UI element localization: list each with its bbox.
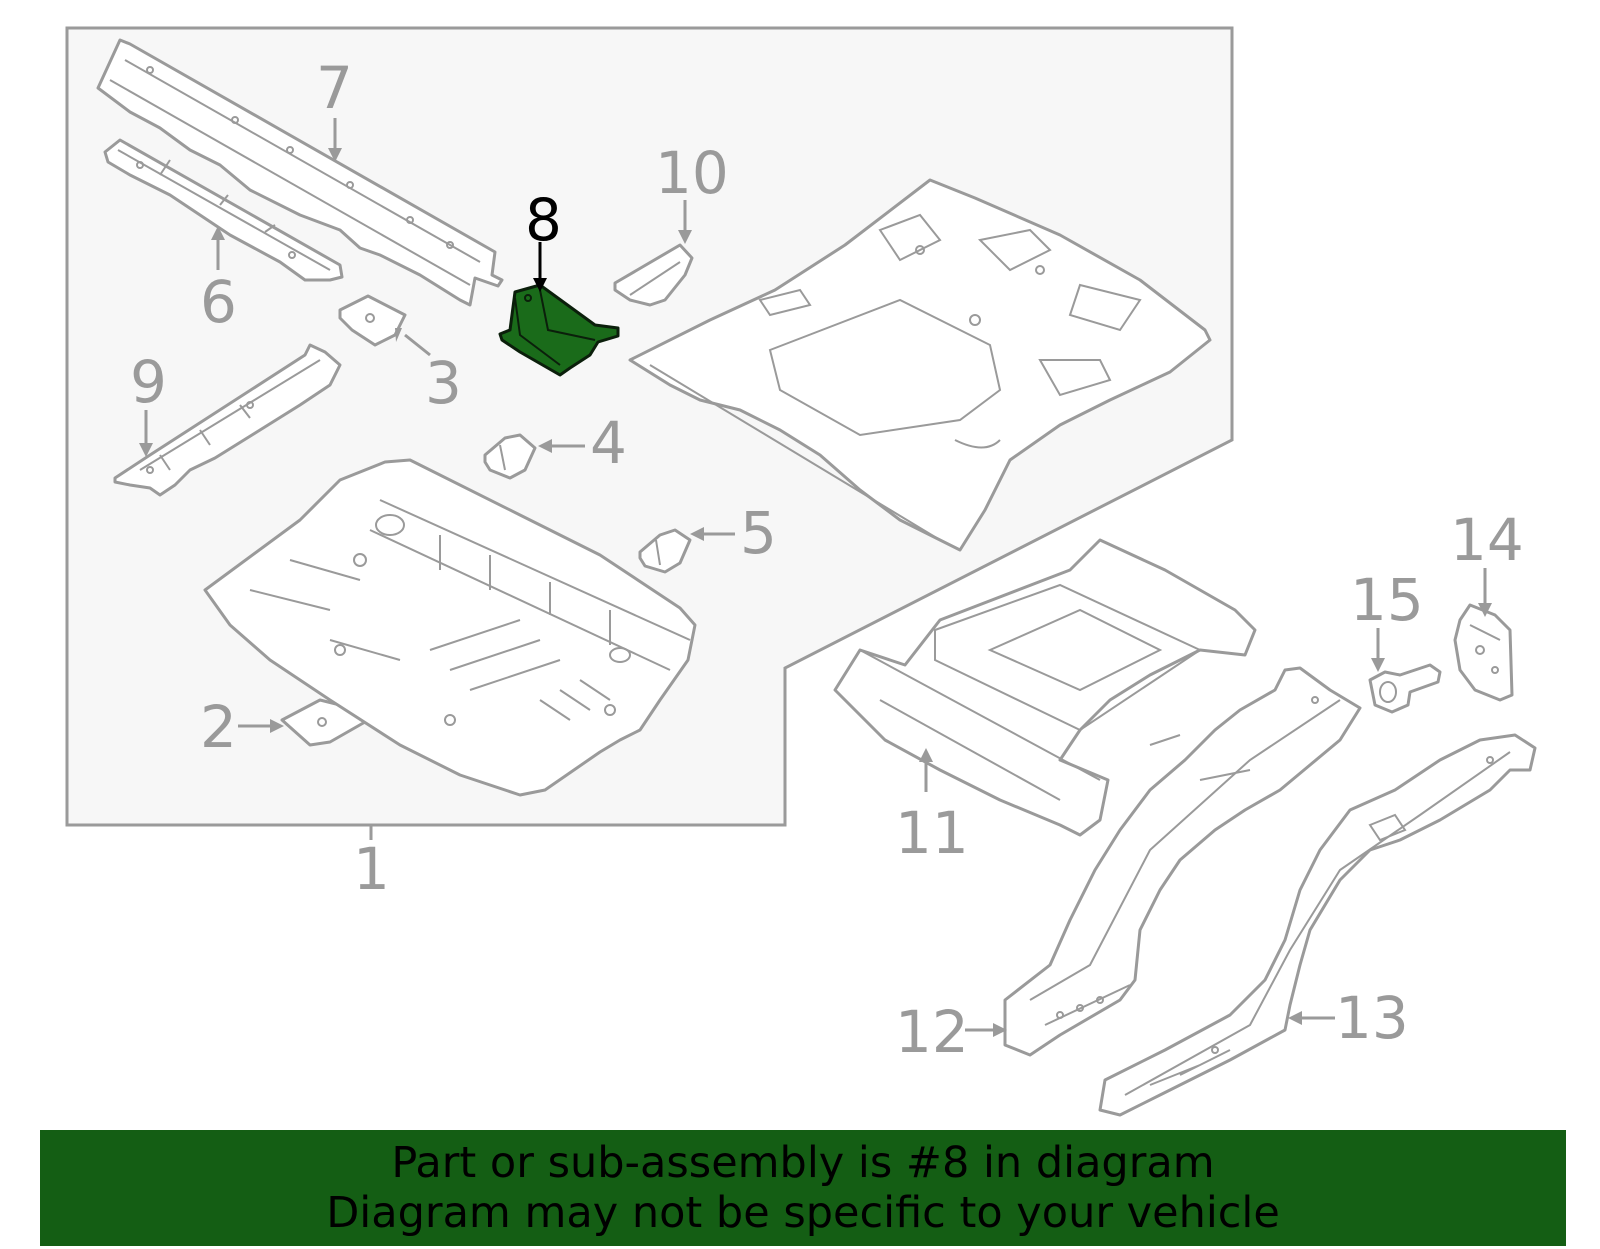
callout-2: 2 [200,693,237,761]
part-8-bracket-highlighted [498,283,620,377]
part-5-bracket [638,528,692,574]
callout-4: 4 [590,409,627,477]
part-4-bracket [483,433,537,480]
callout-9: 9 [130,348,167,416]
part-12-rail [1003,666,1362,1057]
callout-14: 14 [1450,506,1524,574]
callout-8: 8 [525,186,562,254]
callout-13: 13 [1335,984,1409,1052]
callout-10: 10 [655,139,729,207]
banner-line-2: Diagram may not be specific to your vehi… [326,1188,1280,1238]
part-7-rail [96,38,504,307]
part-10-plate [613,243,694,307]
part-14-bracket [1453,603,1514,702]
callout-15: 15 [1350,566,1424,634]
info-banner: Part or sub-assembly is #8 in diagram Di… [40,1130,1566,1246]
banner-line-1: Part or sub-assembly is #8 in diagram [391,1138,1215,1188]
front-floor-pan [203,458,697,797]
part-13-rail [1098,733,1537,1117]
part-11-crossmember [833,538,1257,837]
part-6-rail [103,138,344,282]
callout-5: 5 [740,499,777,567]
banner-background [40,1130,1566,1246]
callout-3: 3 [425,349,462,417]
callout-1: 1 [353,835,390,903]
callout-arrows [139,118,1492,1037]
callout-7: 7 [316,54,353,122]
callout-12: 12 [895,998,969,1066]
callout-11: 11 [895,799,969,867]
part-15-clip [1368,663,1442,714]
part-9-rail [113,343,342,497]
callout-6: 6 [200,268,237,336]
part-3-bracket [338,294,407,347]
rear-floor-pan [628,178,1212,552]
